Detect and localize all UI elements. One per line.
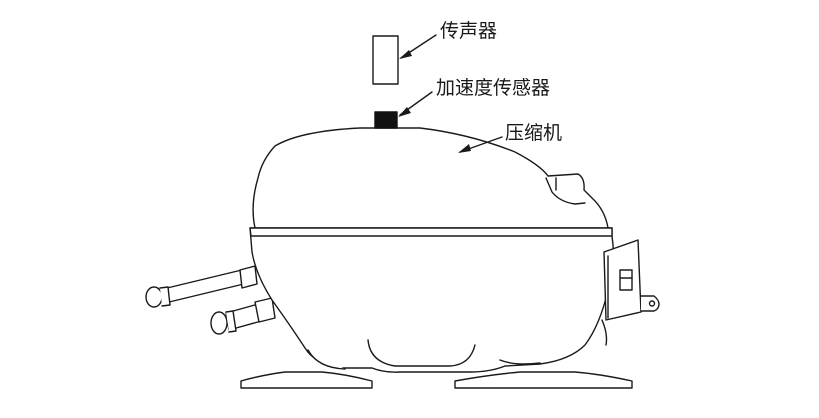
upper-dome [252, 127, 609, 229]
compressor-body [249, 127, 615, 373]
compressor-label: 压缩机 [505, 122, 563, 144]
seam-band [249, 227, 613, 237]
bottom-bulge-right [499, 359, 541, 365]
base-plates [240, 371, 633, 389]
terminal-connector [619, 269, 633, 291]
bottom-bulge-left [307, 349, 346, 370]
accelerometer-shape [374, 111, 398, 129]
microphone-shape [372, 35, 399, 85]
microphone-label: 传声器 [440, 20, 498, 42]
microphone-arrowhead [399, 50, 412, 59]
suction-pipe-tube [162, 267, 253, 304]
accelerometer-arrowhead [398, 107, 411, 117]
accelerometer-label: 加速度传感器 [436, 77, 551, 99]
terminal-box [601, 239, 660, 346]
left-base-plate [240, 371, 373, 389]
suction-pipe-end [145, 286, 163, 308]
bottom-bulge-center [367, 339, 476, 367]
discharge-pipe-end [210, 311, 228, 335]
discharge-pipe-collar [254, 297, 276, 323]
leader-lines [398, 34, 503, 153]
discharge-pipe [210, 297, 276, 335]
suction-pipe [145, 265, 258, 308]
right-base-plate [454, 371, 633, 389]
suction-pipe-collar [239, 265, 258, 289]
compressor-arrowhead [458, 144, 471, 153]
